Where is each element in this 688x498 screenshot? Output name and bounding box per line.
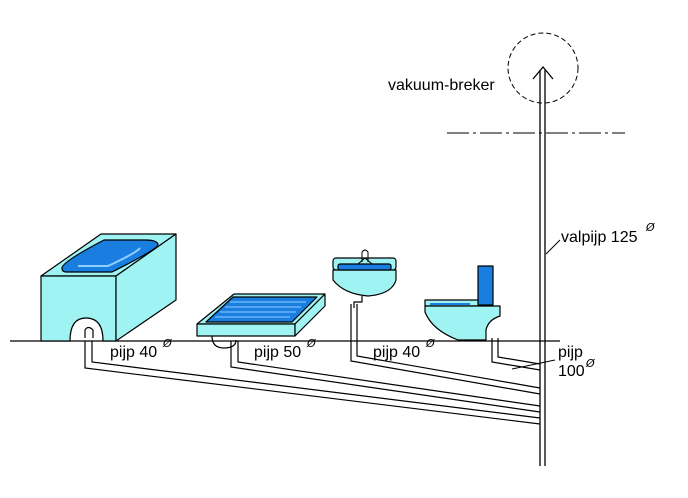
vacuum-breaker-label: vakuum-breker	[388, 77, 495, 94]
sink-drain-pipe	[350, 304, 541, 395]
stack-label: valpijp 125	[561, 229, 638, 246]
bath-drain-pipe	[84, 341, 541, 425]
toilet-pipe-label-line2: 100	[558, 363, 585, 380]
bath-pipe-label: pijp 40	[110, 344, 157, 361]
shower-tray	[196, 293, 326, 349]
bath-pipe-diameter-symbol: Ø	[162, 337, 172, 350]
sink-pipe-label: pijp 40	[373, 344, 420, 361]
stack-label-leader	[545, 239, 561, 255]
shower-pipe-diameter-symbol: Ø	[306, 337, 316, 350]
shower-drain-pipe	[230, 341, 541, 413]
shower-pipe-label: pijp 50	[254, 344, 301, 361]
toilet-pipe-label-leader	[511, 359, 556, 370]
bathtub	[40, 233, 177, 342]
vacuum-breaker-circle	[507, 32, 579, 104]
toilet-pipe-label-line1: pijp	[558, 344, 583, 361]
toilet-drain-pipe	[491, 338, 541, 371]
sink-pipe-diameter-symbol: Ø	[425, 337, 435, 350]
vacuum-breaker-arrow	[532, 65, 554, 80]
toilet	[424, 265, 501, 341]
toilet-pipe-diameter-symbol: Ø	[585, 357, 595, 370]
sink	[332, 249, 397, 308]
stack-diameter-symbol: Ø	[645, 221, 655, 234]
